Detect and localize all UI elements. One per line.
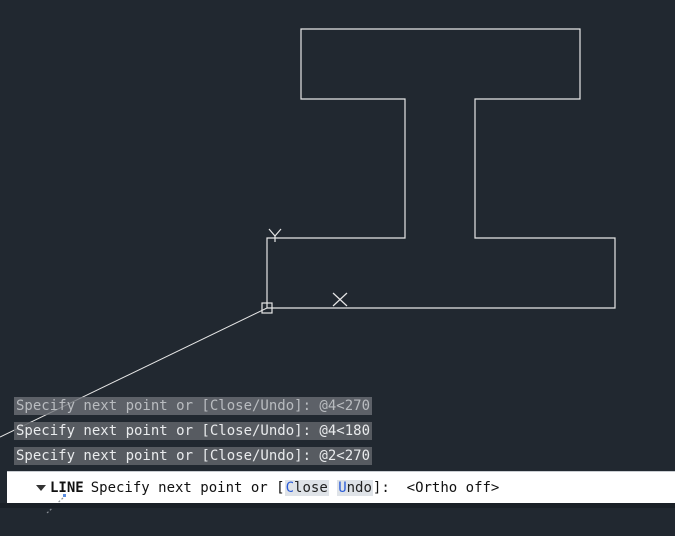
option-close[interactable]: Close [284, 479, 329, 496]
command-name: LINE [50, 479, 84, 496]
ibeam-outline[interactable] [266, 28, 616, 309]
option-hotkey: U [338, 479, 347, 496]
command-history-line: Specify next point or [Close/Undo]: @4<2… [14, 397, 373, 415]
rubber-band-line [0, 307, 268, 438]
option-separator [329, 480, 337, 496]
drawing-canvas[interactable] [0, 0, 675, 508]
option-undo[interactable]: Undo [337, 479, 373, 496]
option-label: ndo [346, 479, 372, 496]
line-tool-icon[interactable] [10, 476, 66, 513]
command-history-line: Specify next point or [Close/Undo]: @4<1… [14, 422, 373, 440]
command-prompt: Specify next point or [ [90, 479, 285, 496]
endpoint-marker [261, 302, 273, 314]
command-suffix: ]: <Ortho off> [372, 479, 500, 496]
command-menu-chevron-icon[interactable] [36, 484, 46, 491]
command-history-line: Specify next point or [Close/Undo]: @2<2… [14, 447, 373, 465]
status-strip [0, 503, 675, 508]
option-hotkey: C [285, 479, 295, 496]
command-line[interactable]: LINE Specify next point or [ Close Undo … [7, 471, 675, 513]
ucs-x-icon [332, 292, 348, 307]
ucs-y-icon [268, 228, 282, 242]
option-label: lose [294, 479, 328, 496]
